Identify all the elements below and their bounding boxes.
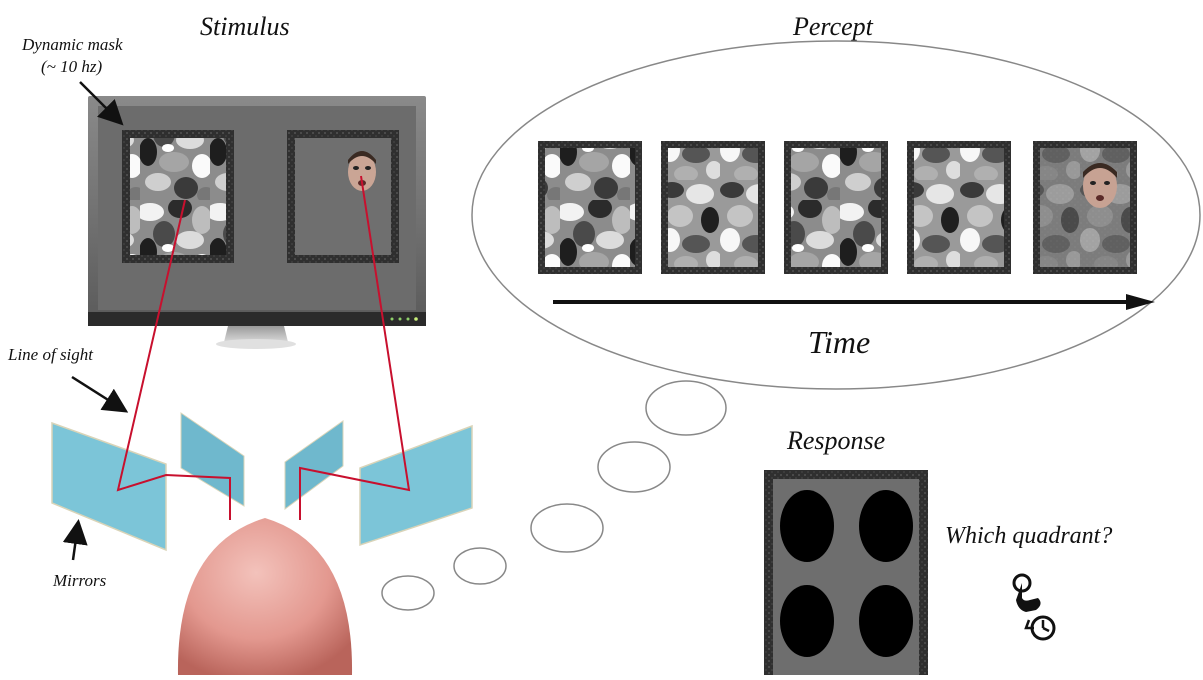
percept-frame-3: [784, 141, 888, 274]
mask-window: [122, 130, 234, 263]
mirror-right-outer: [359, 424, 473, 547]
quadrant-bottom-right: [859, 585, 913, 657]
face-icon: [348, 151, 376, 191]
face-window: [287, 130, 399, 263]
quadrant-top-left: [780, 490, 834, 562]
line-of-sight-paths: [116, 175, 411, 520]
percept-frame-2: [661, 141, 765, 274]
response-title: Response: [787, 426, 886, 455]
head-icon: [177, 518, 353, 675]
dynamic-mask-rate: (~ 10 hz): [41, 57, 103, 76]
stimulus-title: Stimulus: [200, 12, 290, 41]
quadrant-top-right: [859, 490, 913, 562]
arrow-icon: [62, 81, 129, 561]
which-quadrant-label: Which quadrant?: [945, 523, 1113, 549]
percept-frame-1: [538, 141, 642, 274]
dynamic-mask-arrow: [79, 81, 124, 126]
quadrant-bottom-left: [780, 585, 834, 657]
tap-hand-icon: [1012, 573, 1041, 612]
time-arrow: [553, 294, 1155, 310]
time-label: Time: [808, 324, 871, 360]
response-display: [764, 470, 928, 675]
mirror-right-inner: [284, 420, 344, 510]
line-of-sight-arrow: [71, 375, 129, 413]
dynamic-mask-label: Dynamic mask: [22, 35, 123, 54]
timer-icon: [1024, 615, 1056, 641]
mirrors-arrow: [62, 519, 88, 561]
line-of-sight-label: Line of sight: [8, 345, 94, 364]
mirror-left-outer: [51, 421, 167, 552]
percept-frame-4: [907, 141, 1011, 274]
mirror-left-inner: [180, 412, 245, 507]
percept-title: Percept: [793, 12, 873, 41]
mirrors-label: Mirrors: [53, 571, 107, 590]
percept-frame-5: [1033, 141, 1137, 274]
